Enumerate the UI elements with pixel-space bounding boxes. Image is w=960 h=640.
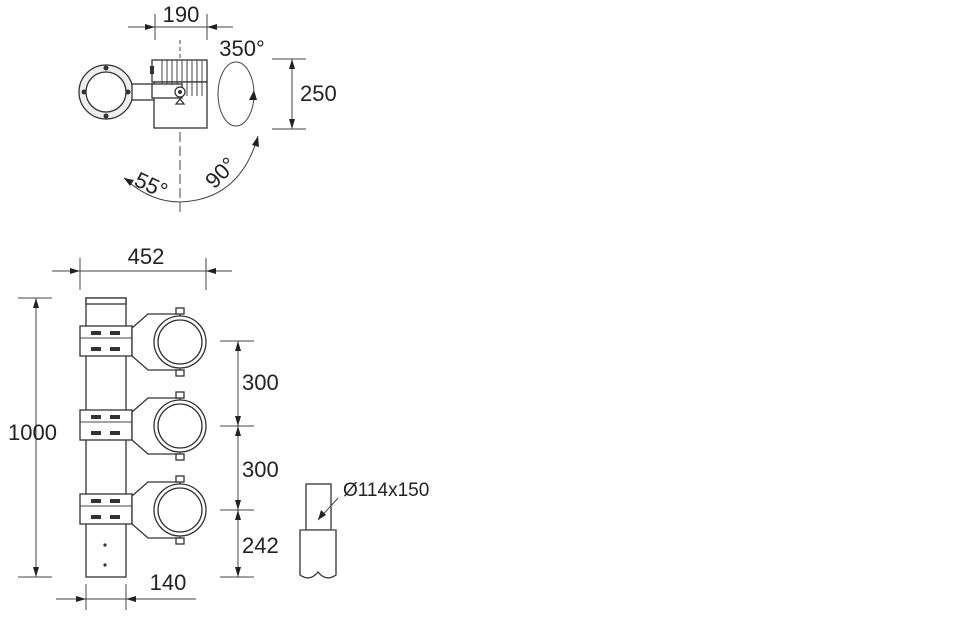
mount-label: Ø114x150 xyxy=(343,480,429,501)
luminaire-3 xyxy=(79,475,207,545)
front-view: 452 1000 xyxy=(8,244,279,610)
rotation-350: 350° xyxy=(217,36,265,127)
dim-spacing-2-text: 300 xyxy=(242,457,279,482)
dim-total-height-text: 1000 xyxy=(8,420,57,445)
dim-spacing: 300 300 242 xyxy=(220,340,279,578)
dim-spacing-1-text: 300 xyxy=(242,370,279,395)
ring-bracket xyxy=(78,64,157,120)
dim-total-width-text: 452 xyxy=(128,244,165,269)
dim-total-height-1000: 1000 xyxy=(8,297,57,578)
dim-height-text: 250 xyxy=(300,81,337,106)
dim-pole-width-140: 140 xyxy=(56,570,196,610)
top-view: 190 xyxy=(78,2,337,215)
dim-width-text: 190 xyxy=(163,2,200,27)
luminaire-2 xyxy=(79,391,207,461)
mounting-tube: Ø114x150 xyxy=(299,480,429,579)
rotation-text: 350° xyxy=(219,36,265,61)
dim-total-width-452: 452 xyxy=(52,244,232,290)
dim-pole-width-text: 140 xyxy=(150,570,187,595)
dim-bottom-text: 242 xyxy=(242,533,279,558)
tilt-left-text: 55° xyxy=(131,167,172,204)
dim-height-250: 250 xyxy=(272,58,337,130)
dim-width-190: 190 xyxy=(128,2,233,40)
luminaire-1 xyxy=(79,307,207,377)
tilt-right-text: 90° xyxy=(200,152,241,193)
luminaire-body-top xyxy=(150,59,208,129)
tilt-arcs: 55° 90° xyxy=(123,135,259,204)
